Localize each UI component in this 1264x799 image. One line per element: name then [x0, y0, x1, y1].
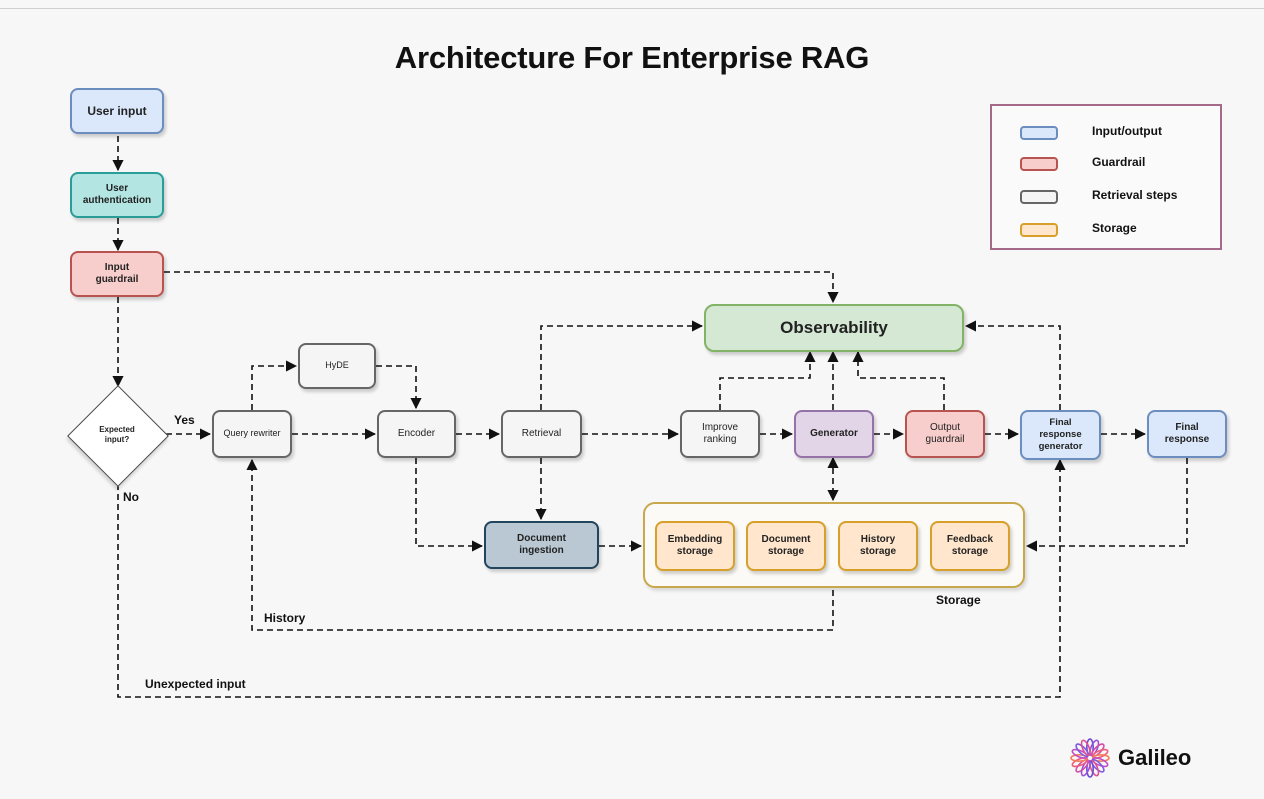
generator-node: Generator: [794, 410, 874, 458]
legend-swatch: [1020, 190, 1058, 204]
edge-encoder-ingestion: [415, 458, 484, 552]
brand: Galileo: [1070, 738, 1191, 778]
legend-item-io: [1020, 126, 1058, 140]
edge-guardrail-observability: [164, 271, 839, 304]
final-response-generator-node: Final response generator: [1020, 410, 1101, 460]
legend-label: Retrieval steps: [1092, 188, 1178, 202]
user-authentication-node: User authentication: [70, 172, 164, 218]
legend-label: Storage: [1092, 221, 1137, 235]
edge-outputguardrail-observability: [852, 350, 945, 410]
legend-label: Guardrail: [1092, 155, 1146, 169]
user-input-node: User input: [70, 88, 164, 134]
expected-input-decision: Expected input?: [67, 385, 169, 487]
retrieval-node: Retrieval: [501, 410, 582, 458]
edge-finalresponse-storage: [1025, 458, 1188, 552]
input-guardrail-node: Input guardrail: [70, 251, 164, 297]
improve-ranking-node: Improve ranking: [680, 410, 760, 458]
legend-item-guardrail: [1020, 157, 1058, 171]
legend-item-retrieval: [1020, 190, 1058, 204]
final-response-node: Final response: [1147, 410, 1227, 458]
edge-history-queryrewriter: [246, 458, 834, 631]
hyde-node: HyDE: [298, 343, 376, 389]
feedback-storage-node: Feedback storage: [930, 521, 1010, 571]
no-label: No: [123, 490, 139, 504]
logo-petal: [1080, 739, 1091, 757]
legend-swatch: [1020, 126, 1058, 140]
document-ingestion-node: Document ingestion: [484, 521, 599, 569]
document-storage-node: Document storage: [746, 521, 826, 571]
legend-swatch: [1020, 223, 1058, 237]
unexpected-input-label: Unexpected input: [145, 677, 246, 691]
edge-finalgen-observability: [964, 320, 1061, 410]
edge-unexpected-finalgen: [117, 458, 1066, 698]
legend-label: Input/output: [1092, 124, 1162, 138]
yes-label: Yes: [174, 413, 195, 427]
edge-retrieval-observability: [540, 320, 704, 410]
output-guardrail-node: Output guardrail: [905, 410, 985, 458]
legend: Input/output Guardrail Retrieval steps S…: [990, 104, 1222, 250]
observability-node: Observability: [704, 304, 964, 352]
query-rewriter-node: Query rewriter: [212, 410, 292, 458]
storage-group-label: Storage: [936, 593, 981, 607]
legend-item-storage: [1020, 223, 1058, 237]
encoder-node: Encoder: [377, 410, 456, 458]
embedding-storage-node: Embedding storage: [655, 521, 735, 571]
brand-name: Galileo: [1118, 745, 1192, 770]
history-label: History: [264, 611, 306, 625]
history-storage-node: History storage: [838, 521, 918, 571]
diagram-title: Architecture For Enterprise RAG: [394, 40, 870, 75]
edge-ranking-observability: [719, 350, 816, 410]
legend-swatch: [1020, 157, 1058, 171]
galileo-logo-icon: [1070, 738, 1110, 778]
top-divider: [0, 8, 1264, 9]
edge-hyde-encoder: [376, 365, 422, 410]
edge-queryrewriter-hyde: [251, 360, 298, 410]
